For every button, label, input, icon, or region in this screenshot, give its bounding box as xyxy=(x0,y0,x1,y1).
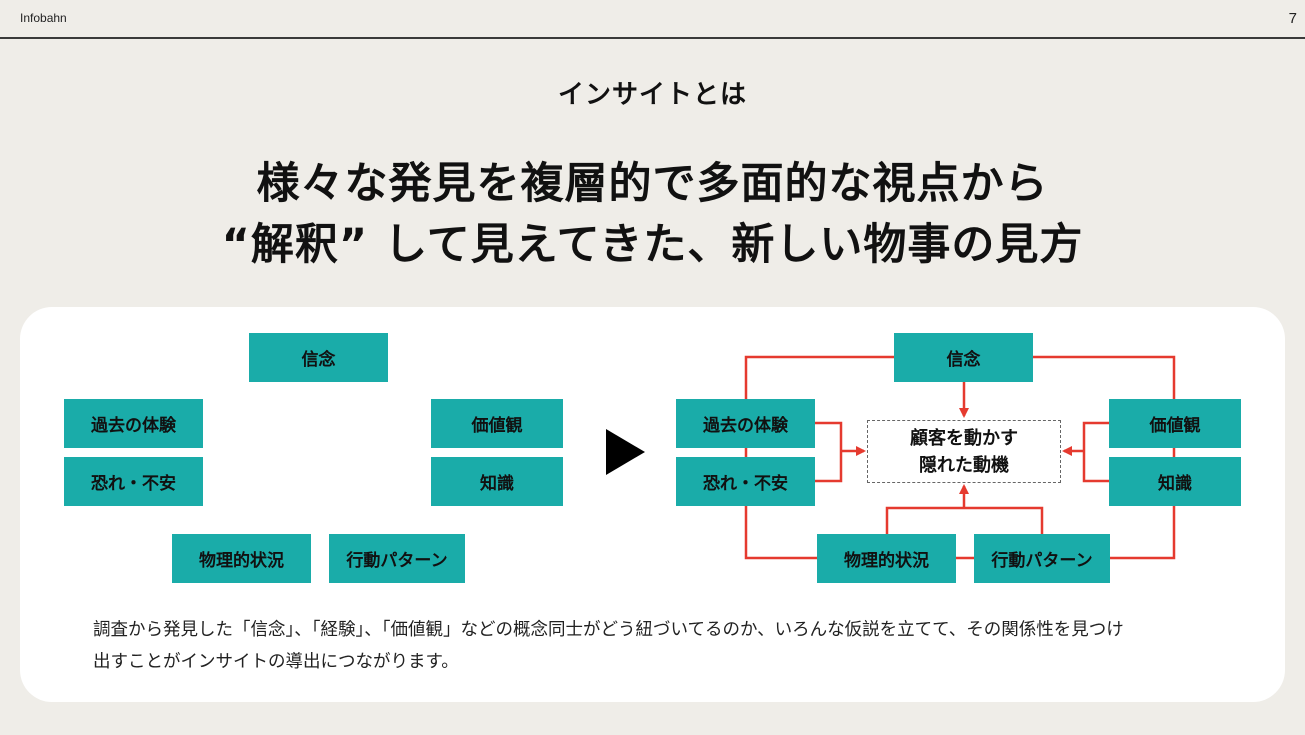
headline-line-1: 様々な発見を複層的で多面的な視点から xyxy=(256,159,1049,209)
headline: 様々な発見を複層的で多面的な視点から “解釈” して見えてきた、新しい物事の見方 xyxy=(0,154,1305,276)
page-number: 7 xyxy=(1288,10,1297,27)
diagram-card xyxy=(20,307,1285,702)
left-box-values: 価値観 xyxy=(431,399,563,448)
right-box-belief: 信念 xyxy=(894,333,1033,382)
right-box-physical: 物理的状況 xyxy=(817,534,956,583)
left-box-fear: 恐れ・不安 xyxy=(64,457,203,506)
caption-line-1: 調査から発見した「信念」、「経験」、「価値観」などの概念同士がどう紐づいてるのか… xyxy=(93,620,1124,640)
right-box-behavior: 行動パターン xyxy=(974,534,1110,583)
left-box-behavior: 行動パターン xyxy=(329,534,465,583)
left-box-belief: 信念 xyxy=(249,333,388,382)
caption: 調査から発見した「信念」、「経験」、「価値観」などの概念同士がどう紐づいてるのか… xyxy=(93,614,1223,678)
center-line-1: 顧客を動かす xyxy=(910,427,1018,449)
right-box-fear: 恐れ・不安 xyxy=(676,457,815,506)
bottom-bracket xyxy=(885,506,1044,534)
left-box-physical: 物理的状況 xyxy=(172,534,311,583)
left-box-knowledge: 知識 xyxy=(431,457,563,506)
header-divider xyxy=(0,37,1305,39)
slide-title: インサイトとは xyxy=(557,80,747,110)
caption-line-2: 出すことがインサイトの導出につながります。 xyxy=(93,652,459,672)
right-box-knowledge: 知識 xyxy=(1109,457,1241,506)
headline-line-2: “解釈” して見えてきた、新しい物事の見方 xyxy=(221,220,1084,270)
right-box-past-experience: 過去の体験 xyxy=(676,399,815,448)
brand-label: Infobahn xyxy=(20,11,67,25)
play-arrow-icon xyxy=(606,429,645,475)
right-bracket xyxy=(1082,421,1109,483)
left-bracket xyxy=(815,421,843,483)
hidden-motive-box: 顧客を動かす 隠れた動機 xyxy=(867,420,1061,483)
center-line-2: 隠れた動機 xyxy=(919,454,1009,476)
left-box-past-experience: 過去の体験 xyxy=(64,399,203,448)
right-box-values: 価値観 xyxy=(1109,399,1241,448)
